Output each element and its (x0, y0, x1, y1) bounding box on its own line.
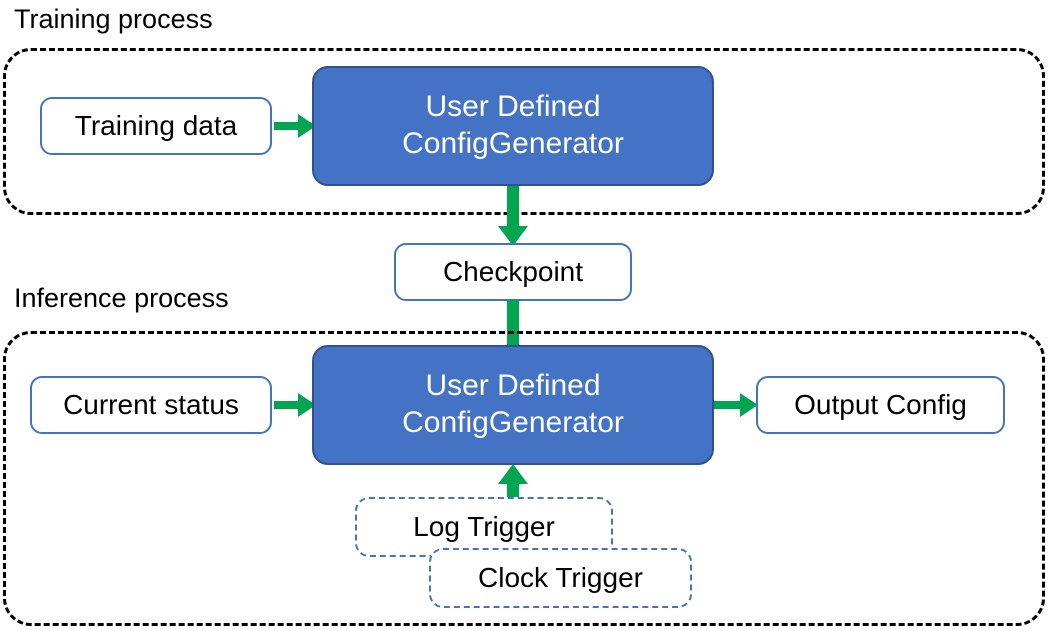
node-current-status[interactable]: Current status (30, 376, 272, 434)
node-checkpoint-label: Checkpoint (442, 255, 584, 287)
node-inference-config-generator-line2: ConfigGenerator (402, 406, 624, 439)
node-output-config[interactable]: Output Config (756, 376, 1005, 434)
arrow-training-data-to-processor (274, 114, 316, 138)
training-process-container (3, 48, 1045, 215)
node-training-data[interactable]: Training data (40, 97, 272, 155)
node-clock-trigger[interactable]: Clock Trigger (429, 548, 692, 608)
node-training-config-generator-line1: User Defined (425, 90, 601, 124)
node-log-trigger-label: Log Trigger (413, 510, 555, 542)
node-inference-config-generator-line1: User Defined (425, 369, 601, 403)
node-current-status-label: Current status (63, 388, 239, 420)
arrow-triggers-to-processor (498, 464, 528, 508)
node-inference-config-generator[interactable]: User Defined ConfigGenerator (312, 345, 714, 465)
node-clock-trigger-label: Clock Trigger (478, 561, 643, 593)
node-training-config-generator-line2: ConfigGenerator (402, 127, 624, 160)
inference-process-container (3, 331, 1045, 626)
arrow-current-status-to-processor (274, 393, 316, 417)
node-checkpoint[interactable]: Checkpoint (394, 243, 632, 301)
node-training-data-label: Training data (74, 109, 238, 141)
inference-process-label: Inference process (14, 283, 229, 313)
arrow-processor-to-output-config (714, 393, 758, 417)
training-process-label: Training process (14, 4, 213, 34)
arrow-training-processor-to-checkpoint (498, 186, 528, 246)
node-output-config-label: Output Config (794, 388, 967, 420)
node-training-config-generator[interactable]: User Defined ConfigGenerator (312, 66, 714, 186)
